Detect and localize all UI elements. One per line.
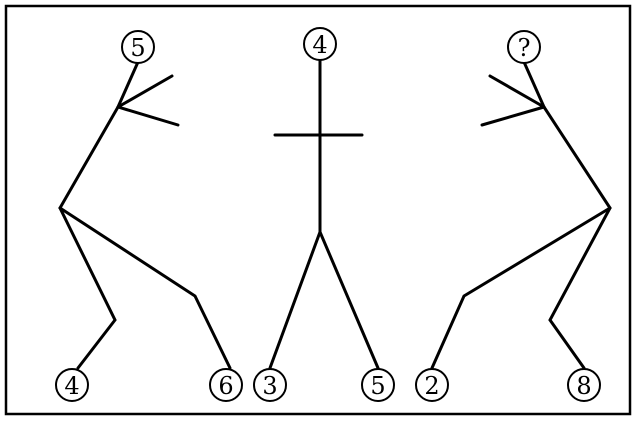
middle-figure-right-foot-label: 5	[370, 372, 385, 400]
right-figure-head-circle	[507, 30, 541, 64]
left-figure-right-foot-label: 6	[218, 372, 233, 400]
left-figure-right-foot-circle	[209, 368, 243, 402]
right-figure-neck	[522, 60, 546, 109]
right-figure-left-foot-label: 2	[424, 372, 439, 400]
middle-figure-right-foot-circle	[361, 368, 395, 402]
middle-figure-head-circle	[303, 27, 337, 61]
left-figure-arm-lower	[116, 105, 180, 127]
left-figure-head-circle	[121, 30, 155, 64]
right-figure-right-leg	[548, 206, 612, 370]
middle-figure-head-label: 4	[312, 31, 327, 59]
right-figure-arm-upper	[488, 74, 546, 109]
left-figure	[58, 60, 232, 370]
middle-figure	[268, 58, 380, 370]
right-figure-right-foot-circle	[567, 368, 601, 402]
right-figure-left-leg	[430, 206, 612, 370]
right-figure-head-label: ?	[518, 34, 531, 62]
middle-figure-right-leg	[318, 230, 380, 370]
middle-figure-left-foot-circle	[253, 368, 287, 402]
right-figure-torso	[542, 105, 612, 210]
right-figure-arm-lower	[480, 105, 546, 127]
left-figure-right-leg	[58, 206, 232, 370]
diagram-frame	[4, 4, 632, 416]
middle-figure-left-leg	[268, 230, 322, 370]
left-figure-left-foot-circle	[55, 368, 89, 402]
left-figure-torso	[58, 105, 120, 210]
middle-figure-left-foot-label: 3	[262, 372, 277, 400]
right-figure	[430, 60, 612, 370]
left-figure-head-label: 5	[130, 34, 145, 62]
left-figure-arm-upper	[116, 74, 174, 109]
left-figure-left-foot-label: 4	[64, 372, 79, 400]
left-figure-left-leg	[58, 206, 117, 370]
right-figure-right-foot-label: 8	[576, 372, 591, 400]
left-figure-neck	[116, 60, 140, 109]
right-figure-left-foot-circle	[415, 368, 449, 402]
